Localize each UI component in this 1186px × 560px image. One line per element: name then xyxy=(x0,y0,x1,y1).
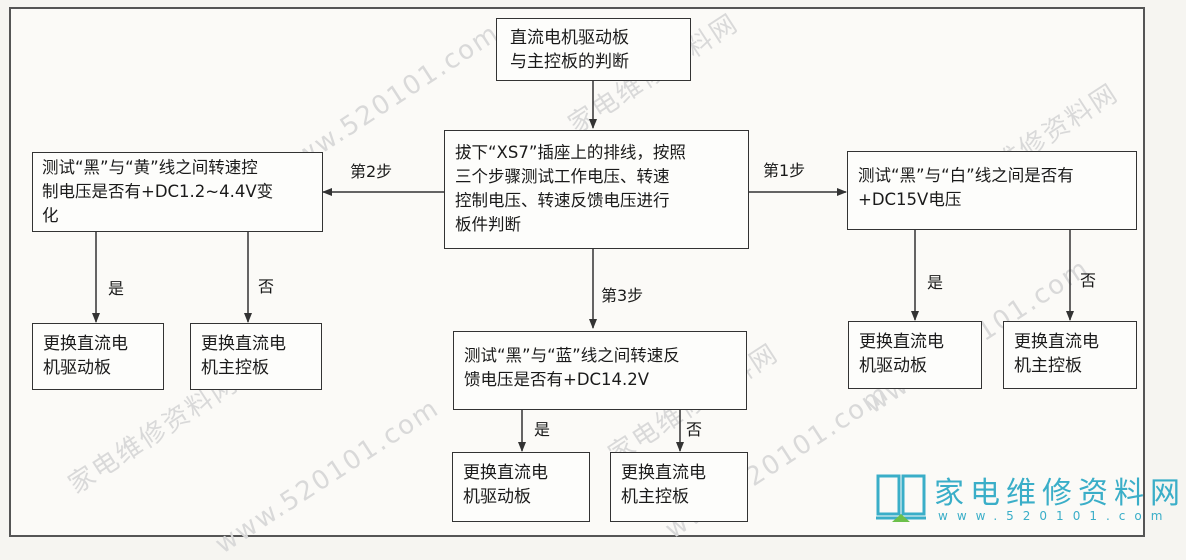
diagram-frame xyxy=(9,7,1145,537)
edge-label-no: 否 xyxy=(258,277,275,296)
edge-label-yes: 是 xyxy=(534,420,551,439)
edge-label-step2: 第2步 xyxy=(350,162,393,181)
node-left-yes: 更换直流电 机驱动板 xyxy=(32,323,164,390)
node-right-no: 更换直流电 机主控板 xyxy=(1003,321,1137,389)
node-bottom: 测试“黑”与“蓝”线之间转速反 馈电压是否有+DC14.2V xyxy=(453,331,747,410)
site-logo: 家电维修资料网 www.520101.com xyxy=(872,466,1180,528)
logo-url: www.520101.com xyxy=(938,509,1172,523)
edge-label-no: 否 xyxy=(686,420,703,439)
node-left: 测试“黑”与“黄”线之间转速控 制电压是否有+DC1.2~4.4V变 化 xyxy=(32,152,323,232)
book-icon xyxy=(876,474,926,522)
edge-label-no: 否 xyxy=(1080,271,1097,290)
edge-label-yes: 是 xyxy=(108,279,125,298)
node-root: 直流电机驱动板 与主控板的判断 xyxy=(496,18,691,81)
edge-label-yes: 是 xyxy=(927,273,944,292)
node-left-no: 更换直流电 机主控板 xyxy=(190,323,322,390)
node-center: 拔下“XS7”插座上的排线，按照 三个步骤测试工作电压、转速 控制电压、转速反馈… xyxy=(444,130,749,249)
node-right-yes: 更换直流电 机驱动板 xyxy=(848,321,982,389)
edge-label-step3: 第3步 xyxy=(601,286,644,305)
node-right: 测试“黑”与“白”线之间是否有 +DC15V电压 xyxy=(847,151,1137,230)
logo-text: 家电维修资料网 xyxy=(934,476,1186,511)
node-bottom-no: 更换直流电 机主控板 xyxy=(610,452,748,522)
edge-label-step1: 第1步 xyxy=(763,161,806,180)
node-bottom-yes: 更换直流电 机驱动板 xyxy=(452,452,590,522)
